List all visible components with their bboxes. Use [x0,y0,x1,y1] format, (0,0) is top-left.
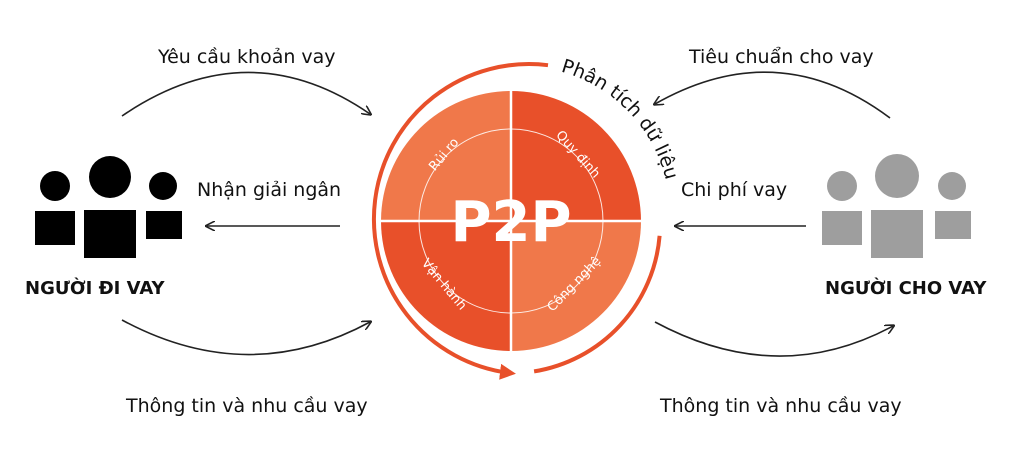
outer-arc-right [533,235,662,374]
lender-bottom-label: Thông tin và nhu cầu vay [659,395,902,417]
outer-arc-left [371,62,549,380]
borrower-middle-label: Nhận giải ngân [197,179,341,201]
lender-icon [822,154,971,258]
lender-top-label: Tiêu chuẩn cho vay [688,46,874,68]
arrow-borrower-top [121,71,370,117]
borrower-icon [35,156,182,258]
borrower-top-label: Yêu cầu khoản vay [157,46,336,68]
arrow-borrower-bottom [121,319,370,356]
borrower-label: NGƯỜI ĐI VAY [25,277,166,299]
arrow-lender-bottom [654,321,893,357]
center-title: P2P [450,190,571,255]
arrow-lender-top [655,71,891,119]
lender-middle-label: Chi phí vay [681,179,787,201]
borrower-bottom-label: Thông tin và nhu cầu vay [125,395,368,417]
p2p-circle: Rủi ro Quy định Công nghệ Vận hành P2P [378,88,644,354]
lender-label: NGƯỜI CHO VAY [825,277,987,299]
